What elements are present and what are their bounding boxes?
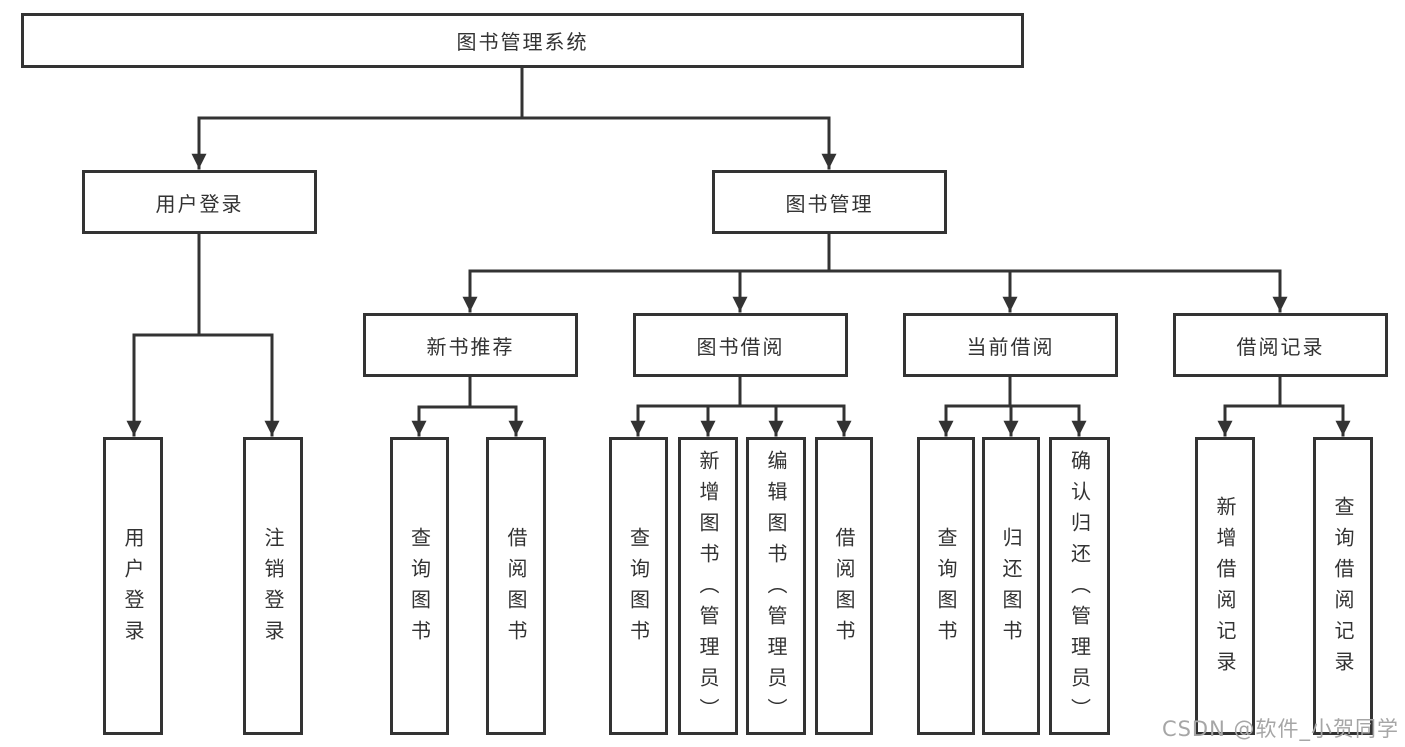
node-new-book-recommend: 新书推荐 — [363, 313, 578, 377]
leaf-newbook-query-books: 查询图书 — [390, 437, 449, 735]
leaf-query-borrow-record: 查询借阅记录 — [1313, 437, 1373, 735]
leaf-edit-books-admin: 编辑图书（管理员） — [746, 437, 806, 735]
leaf-return-books: 归还图书 — [982, 437, 1040, 735]
node-borrow-records: 借阅记录 — [1173, 313, 1388, 377]
node-book-management: 图书管理 — [712, 170, 947, 234]
node-user-login: 用户登录 — [82, 170, 317, 234]
node-current-borrow: 当前借阅 — [903, 313, 1118, 377]
leaf-user-login: 用户登录 — [103, 437, 163, 735]
leaf-confirm-return-admin: 确认归还（管理员） — [1049, 437, 1110, 735]
node-root-system: 图书管理系统 — [21, 13, 1024, 68]
leaf-current-query-books: 查询图书 — [917, 437, 975, 735]
leaf-logout: 注销登录 — [243, 437, 303, 735]
leaf-add-books-admin: 新增图书（管理员） — [678, 437, 738, 735]
leaf-newbook-borrow-books: 借阅图书 — [486, 437, 546, 735]
leaf-borrow-borrow-books: 借阅图书 — [815, 437, 873, 735]
node-book-borrow: 图书借阅 — [633, 313, 848, 377]
leaf-borrow-query-books: 查询图书 — [609, 437, 668, 735]
csdn-watermark: CSDN @软件_小贺同学 — [1161, 717, 1399, 741]
leaf-add-borrow-record: 新增借阅记录 — [1195, 437, 1255, 735]
